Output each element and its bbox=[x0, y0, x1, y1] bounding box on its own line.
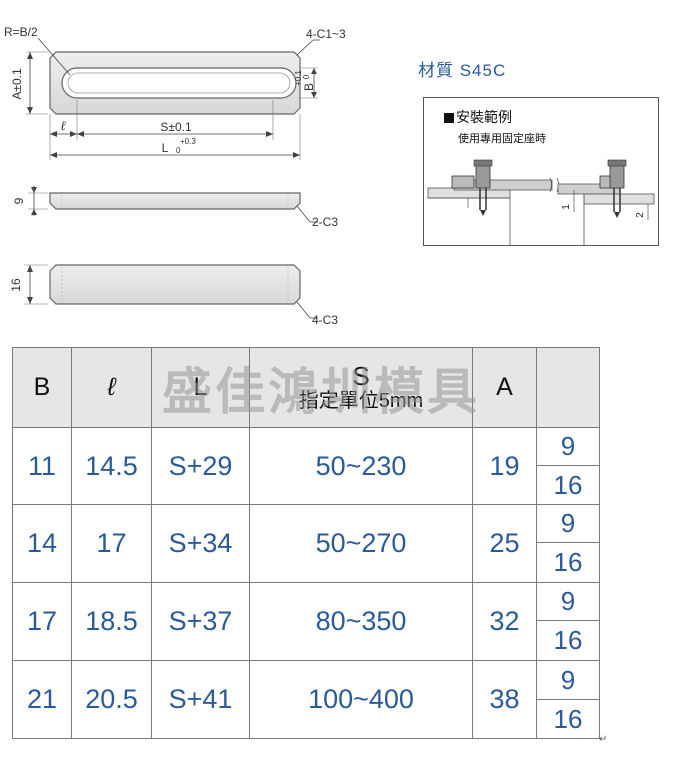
cell-S: 50~270 bbox=[249, 504, 473, 583]
technical-drawing: R=B/2 4-C1~3 A±0.1 B +0.1 0 ℓ S±0.1 L +0… bbox=[4, 25, 346, 327]
table-row: 16 bbox=[13, 465, 600, 505]
cell-A: 32 bbox=[472, 582, 537, 661]
label-thickness-9: 9 bbox=[12, 197, 26, 204]
cell-A: 38 bbox=[472, 660, 537, 739]
header-S-letter: S bbox=[352, 361, 370, 392]
cell-thickness: 16 bbox=[536, 620, 600, 661]
cell-L: S+37 bbox=[151, 582, 250, 661]
table-row: 16 bbox=[13, 620, 600, 661]
installation-example-box: 安裝範例 使用專用固定座時 1 2 bbox=[423, 97, 659, 246]
cell-B: 11 bbox=[12, 427, 72, 505]
square-bullet-icon bbox=[444, 113, 454, 123]
cell-L: S+29 bbox=[151, 427, 250, 505]
cell-S: 50~230 bbox=[249, 427, 473, 505]
cell-S: 100~400 bbox=[249, 660, 473, 739]
label-chamfer-side: 2-C3 bbox=[312, 215, 338, 229]
label-thickness-16: 16 bbox=[9, 278, 23, 292]
label-L-tol: +0.3 bbox=[180, 137, 196, 146]
cell-thickness: 9 bbox=[536, 660, 600, 700]
header-ell: ℓ bbox=[71, 347, 152, 428]
installation-diagram: 1 2 bbox=[427, 159, 655, 245]
table-row: 14 17 S+34 50~270 25 9 bbox=[12, 504, 600, 583]
cell-ell: 14.5 bbox=[71, 427, 152, 505]
install-dim-1: 1 bbox=[561, 204, 572, 210]
label-A: A±0.1 bbox=[10, 68, 24, 100]
return-mark-icon: ↵ bbox=[599, 734, 608, 745]
header-thickness bbox=[536, 347, 600, 428]
install-dim-2: 2 bbox=[635, 212, 646, 218]
header-L: L bbox=[151, 347, 250, 428]
label-radius: R=B/2 bbox=[4, 25, 38, 39]
install-title-text: 安裝範例 bbox=[456, 109, 512, 125]
cell-A: 25 bbox=[472, 504, 537, 583]
spec-table: B ℓ L S 指定單位5mm A 11 14.5 S+29 50~230 19… bbox=[12, 347, 600, 739]
table-row: 21 20.5 S+41 100~400 38 9 bbox=[12, 660, 600, 739]
cell-B: 21 bbox=[12, 660, 72, 739]
header-S-note: 指定單位5mm bbox=[298, 389, 424, 412]
cell-ell: 18.5 bbox=[71, 582, 152, 661]
cell-B: 14 bbox=[12, 504, 72, 583]
label-S: S±0.1 bbox=[160, 120, 192, 134]
label-B-tol: +0.1 bbox=[294, 70, 303, 86]
install-title: 安裝範例 bbox=[444, 107, 512, 127]
header-A: A bbox=[472, 347, 537, 428]
slot bbox=[61, 67, 297, 99]
plate-side-view-thick bbox=[49, 264, 301, 305]
header-B: B bbox=[12, 347, 72, 428]
label-chamfer-bottom: 4-C3 bbox=[312, 313, 338, 327]
cell-L: S+41 bbox=[151, 660, 250, 739]
cell-thickness: 9 bbox=[536, 582, 600, 621]
plate-side-view-thin bbox=[49, 192, 301, 210]
label-B: B bbox=[302, 83, 316, 91]
cell-thickness: 16 bbox=[536, 542, 600, 583]
material-label: 材質 S45C bbox=[418, 61, 507, 80]
cell-A: 19 bbox=[472, 427, 537, 505]
cell-S: 80~350 bbox=[249, 582, 473, 661]
cell-ell: 20.5 bbox=[71, 660, 152, 739]
cell-ell: 17 bbox=[71, 504, 152, 583]
label-B-tol2: 0 bbox=[302, 74, 311, 79]
label-L-tol2: 0 bbox=[176, 146, 181, 155]
table-header-row: B ℓ L S 指定單位5mm A bbox=[12, 347, 600, 428]
cell-thickness: 16 bbox=[536, 465, 600, 505]
table-row: 11 14.5 S+29 50~230 19 9 bbox=[12, 427, 600, 505]
label-ell: ℓ bbox=[60, 119, 66, 134]
table-row: 17 18.5 S+37 80~350 32 9 bbox=[12, 582, 600, 661]
cell-thickness: 16 bbox=[536, 699, 600, 739]
cell-thickness: 9 bbox=[536, 504, 600, 543]
label-corner-top: 4-C1~3 bbox=[306, 27, 346, 41]
cell-thickness: 9 bbox=[536, 427, 600, 466]
cell-L: S+34 bbox=[151, 504, 250, 583]
cell-B: 17 bbox=[12, 582, 72, 661]
header-S: S 指定單位5mm bbox=[249, 347, 473, 428]
install-subtitle: 使用專用固定座時 bbox=[458, 133, 546, 145]
label-L: L bbox=[162, 141, 169, 155]
table-row: 16 bbox=[13, 699, 600, 739]
